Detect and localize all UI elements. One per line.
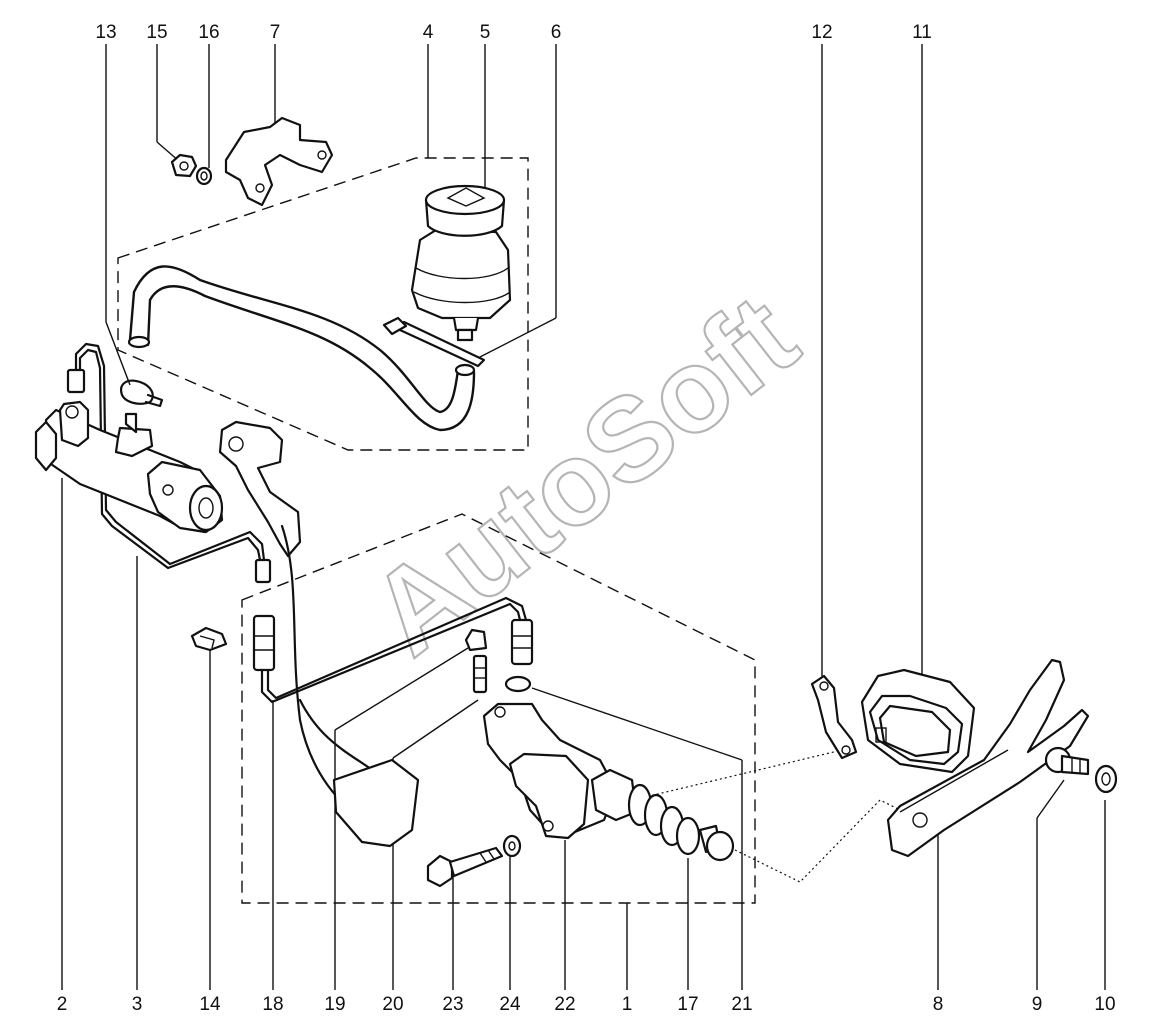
callout-9: 9 bbox=[1032, 994, 1043, 1015]
nut-part bbox=[170, 153, 198, 178]
callout-21: 21 bbox=[731, 994, 752, 1015]
callout-1: 1 bbox=[622, 994, 633, 1015]
callout-6: 6 bbox=[551, 22, 562, 43]
callout-14: 14 bbox=[199, 994, 221, 1015]
callout-20: 20 bbox=[382, 994, 403, 1015]
callout-12: 12 bbox=[811, 22, 832, 43]
rubber-boot bbox=[590, 768, 735, 862]
callout-13: 13 bbox=[95, 22, 116, 43]
plate-bracket bbox=[810, 674, 858, 760]
washer-part bbox=[195, 166, 213, 186]
hose-clamp bbox=[120, 379, 164, 408]
callout-23: 23 bbox=[442, 994, 463, 1015]
clip-part bbox=[190, 626, 228, 652]
bleed-screw bbox=[472, 654, 488, 694]
callout-17: 17 bbox=[677, 994, 698, 1015]
callout-3: 3 bbox=[132, 994, 143, 1015]
reservoir-hose bbox=[128, 265, 460, 414]
brake-pipe bbox=[66, 342, 272, 584]
watermark-text: AutoSoft bbox=[347, 270, 821, 681]
reservoir-group-outline bbox=[117, 157, 529, 451]
bracket-part bbox=[224, 116, 334, 207]
cable-tie bbox=[382, 316, 486, 368]
release-fork bbox=[886, 658, 1090, 858]
fluid-reservoir bbox=[410, 184, 512, 342]
callout-24: 24 bbox=[499, 994, 521, 1015]
callout-10: 10 bbox=[1094, 994, 1115, 1015]
hydraulic-hose bbox=[252, 596, 534, 704]
alignment-line bbox=[734, 799, 911, 883]
leader-lines bbox=[61, 44, 1106, 990]
callout-5: 5 bbox=[480, 22, 491, 43]
master-cylinder bbox=[34, 400, 224, 534]
callout-18: 18 bbox=[262, 994, 283, 1015]
ball-pin bbox=[1044, 746, 1090, 776]
bottom-callouts: 2 3 14 18 19 20 23 24 22 1 17 21 8 9 10 bbox=[57, 994, 1116, 1015]
pedal-arm bbox=[218, 420, 402, 822]
bolt-part bbox=[426, 846, 504, 888]
callout-8: 8 bbox=[933, 994, 944, 1015]
dust-cap bbox=[464, 628, 488, 652]
top-callouts: 13 15 16 7 4 5 6 12 11 bbox=[95, 22, 931, 43]
seal-ring bbox=[504, 675, 532, 693]
callout-11: 11 bbox=[912, 22, 932, 43]
callout-7: 7 bbox=[270, 22, 281, 43]
callout-16: 16 bbox=[198, 22, 219, 43]
callout-2: 2 bbox=[57, 994, 68, 1015]
lock-washer bbox=[502, 834, 522, 858]
callout-15: 15 bbox=[146, 22, 167, 43]
rubber-gaiter bbox=[860, 668, 976, 774]
slave-cylinder-group-outline bbox=[241, 513, 756, 904]
slave-cylinder bbox=[482, 702, 618, 840]
callout-19: 19 bbox=[324, 994, 345, 1015]
fork-washer bbox=[1094, 764, 1118, 794]
callout-4: 4 bbox=[423, 22, 434, 43]
callout-22: 22 bbox=[554, 994, 575, 1015]
pedal-pad bbox=[332, 758, 420, 848]
